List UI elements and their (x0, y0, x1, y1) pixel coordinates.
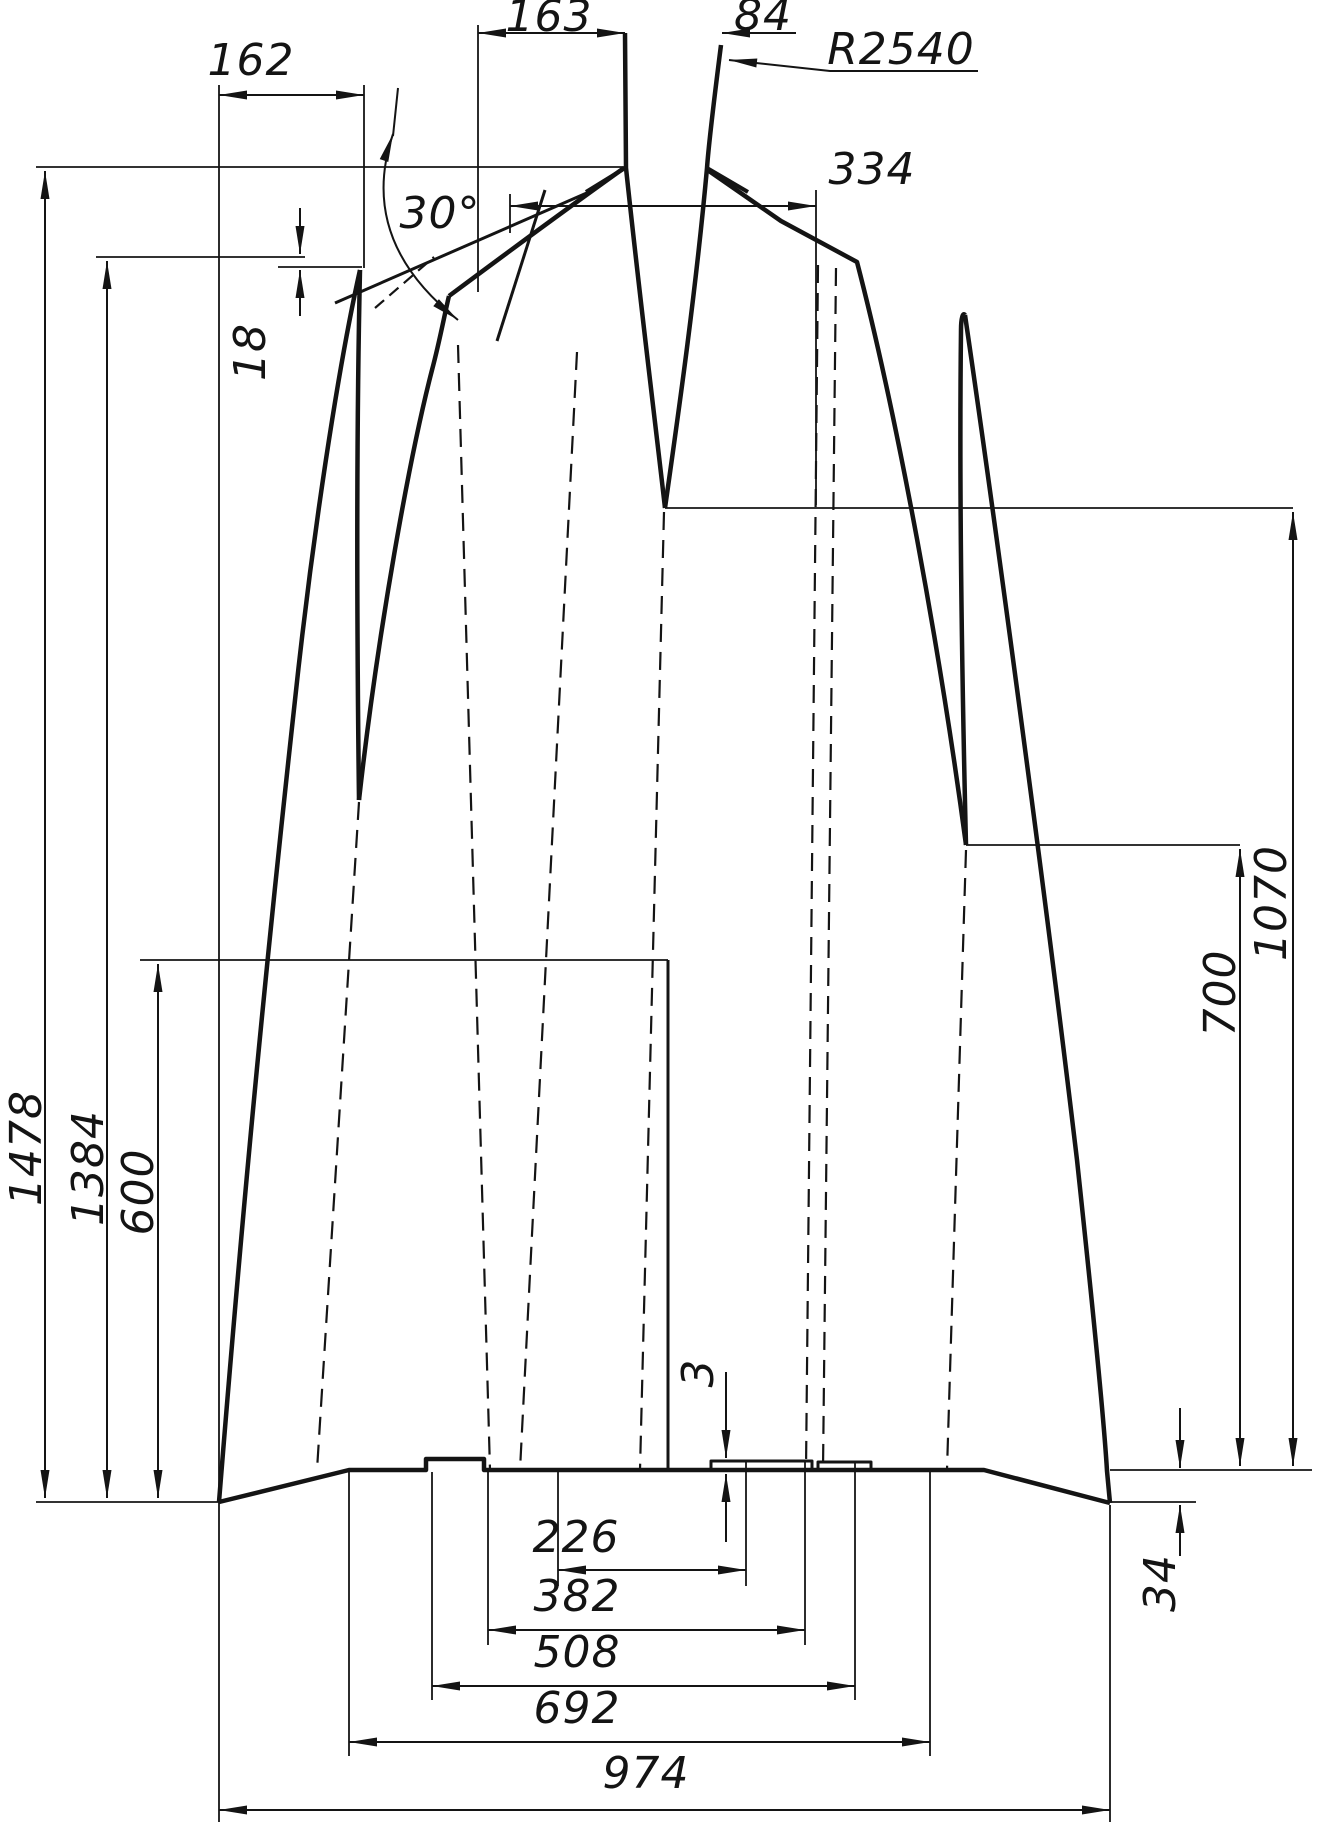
dim-30deg-arc (379, 133, 459, 321)
dim-label-700: 700 (1195, 949, 1246, 1037)
dim-label-34: 34 (1135, 1554, 1186, 1612)
panel-outline (216, 32, 1113, 1506)
dashed-right-dart-continuation (945, 849, 968, 1471)
dim-label-382: 382 (533, 1571, 621, 1622)
dim-label-974: 974 (602, 1748, 690, 1799)
dim-label-226: 226 (532, 1512, 620, 1563)
dim-label-692: 692 (533, 1683, 621, 1734)
outline-left-peak-chamfer (584, 166, 627, 194)
outline-center-notch-right-edge (662, 44, 724, 509)
dim-label-1478: 1478 (1, 1090, 52, 1206)
leader-r2540 (728, 58, 978, 72)
dim-30deg-cross-line (495, 189, 547, 342)
dashed-left-fold-a (456, 344, 492, 1471)
outline-outer-left-edge (216, 269, 363, 1503)
dimension-lines (40, 28, 1298, 1815)
outline-bottom-edge (218, 1456, 1111, 1506)
dim-label-3: 3 (673, 1358, 724, 1388)
dim-label-600: 600 (113, 1148, 164, 1236)
dim-label-334: 334 (828, 144, 916, 195)
dim-label-163: 163 (505, 0, 593, 42)
dim-label-18: 18 (225, 323, 276, 381)
angle-label-30: 30° (399, 188, 481, 239)
radius-label-r2540: R2540 (827, 24, 975, 75)
dashed-center-continuation (638, 511, 666, 1471)
outline-center-notch-left-edge (622, 32, 668, 509)
dim-label-1384: 1384 (63, 1110, 114, 1226)
outline-left-dart-inner-edge (355, 269, 363, 801)
dim-label-1070: 1070 (1246, 845, 1297, 961)
dashed-left-dart-continuation (315, 801, 361, 1471)
dim-label-162: 162 (207, 35, 295, 86)
dashed-right-fold-b (821, 267, 838, 1471)
dim-30deg-vertical-leg (392, 87, 399, 137)
outline-bottom-slots (709, 1459, 873, 1470)
reference-lines (36, 25, 1312, 1822)
outline-left-dart-return-edge (356, 295, 452, 801)
dashed-left-fold-b (518, 351, 579, 1471)
outline-right-shoulder-to-dart-tip (707, 169, 969, 846)
outline-outer-right-edge (962, 314, 1113, 1504)
outline-right-dart-return-edge (958, 312, 969, 846)
dim-label-508: 508 (533, 1627, 621, 1678)
dim-30deg-slanted-leg (334, 190, 590, 305)
dim-label-84: 84 (734, 0, 792, 41)
